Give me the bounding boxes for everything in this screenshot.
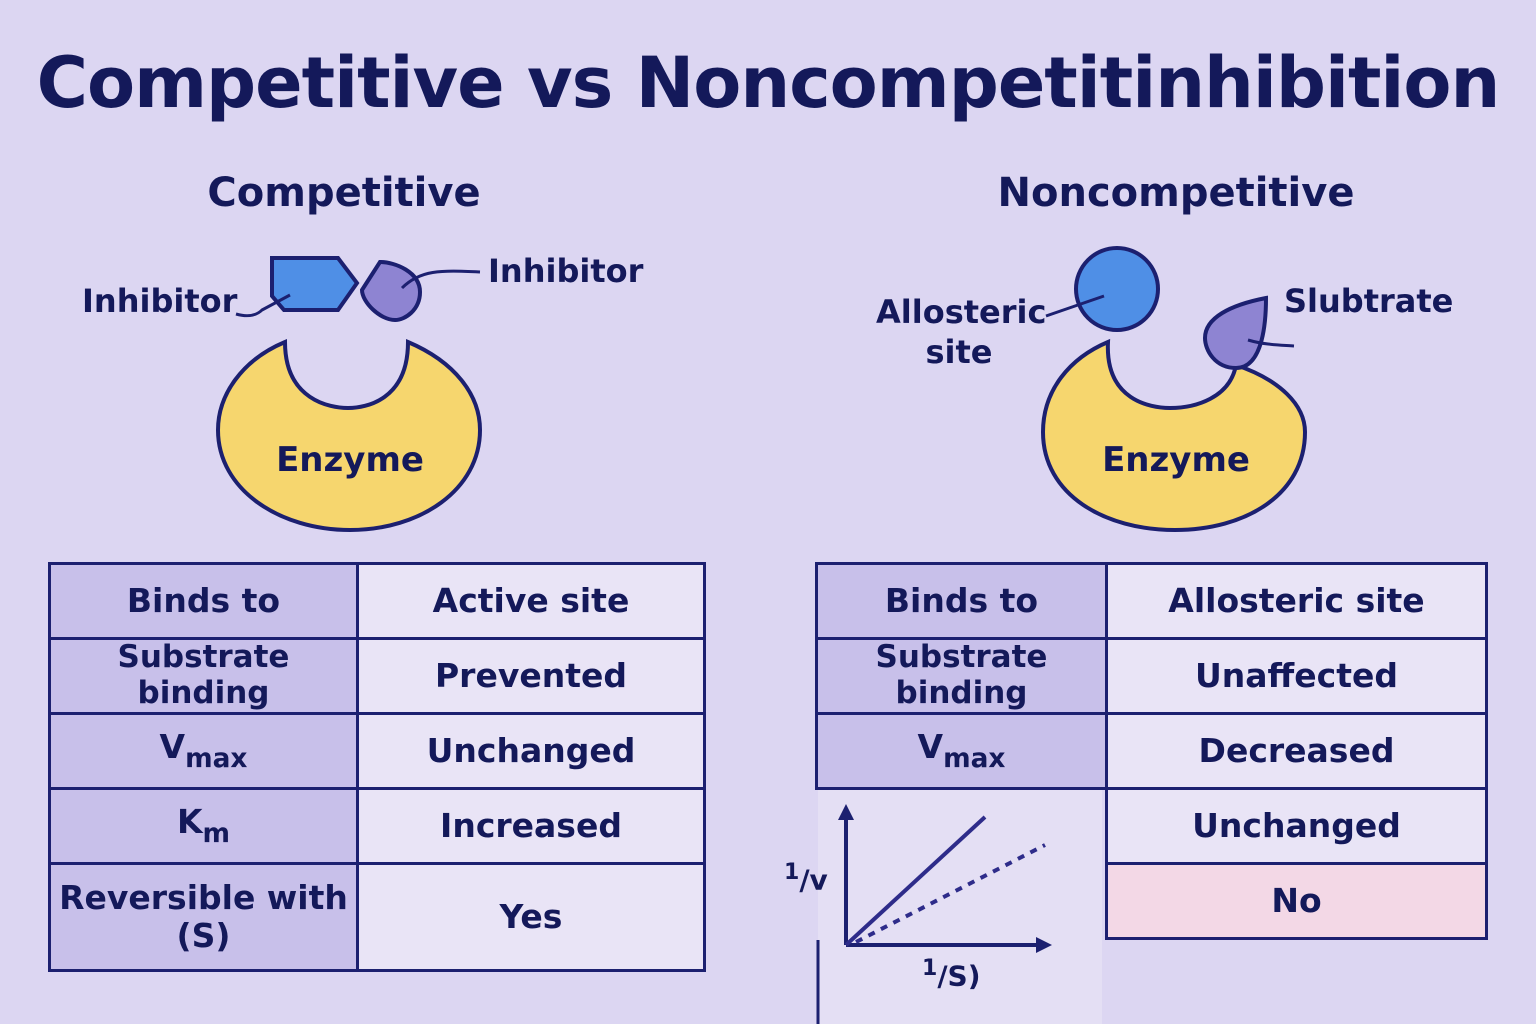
substrate-label: Slubtrate	[1284, 282, 1454, 320]
row-key: Reversible with(S)	[48, 862, 359, 972]
allosteric-leader-line	[1045, 294, 1105, 318]
inhibitor-right-leader-line	[400, 269, 481, 290]
plot-cell	[817, 789, 1107, 864]
allosteric-site-label: Allosteric site	[876, 293, 1047, 371]
table-row: Vmax Decreased	[815, 712, 1488, 790]
page-title: Competitive vs Noncompetitinhibition	[36, 42, 1501, 124]
table-row: Binds to Allosteric site	[815, 562, 1488, 640]
row-key: Binds to	[48, 562, 359, 640]
y-axis-arrow	[838, 804, 854, 820]
competitive-heading: Competitive	[207, 170, 481, 216]
competitive-enzyme-label: Enzyme	[276, 440, 424, 480]
row-value: Active site	[356, 562, 706, 640]
allosteric-inhibitor-shape	[1074, 246, 1160, 332]
table-row: Substrate binding Unaffected	[815, 637, 1488, 715]
row-value: No	[1105, 862, 1488, 940]
table-row: Vmax Unchanged	[48, 712, 706, 790]
noncompetitive-enzyme-shape	[1040, 338, 1308, 533]
plot-background	[818, 788, 1102, 1024]
y-axis-label: 1/v	[784, 860, 828, 897]
row-value: Increased	[356, 787, 706, 865]
competitive-inhibitor-shape	[270, 256, 360, 312]
inhibitor-left-label: Inhibitor	[82, 282, 238, 320]
table-row: Binds to Active site	[48, 562, 706, 640]
table-row: No	[817, 862, 1488, 940]
substrate-drop-shape	[1202, 295, 1269, 371]
row-value: Yes	[356, 862, 706, 972]
row-key: Substrate binding	[815, 637, 1108, 715]
table-row: Unchanged	[817, 787, 1488, 865]
row-value: Prevented	[356, 637, 706, 715]
x-axis-label: 1/S)	[922, 956, 981, 993]
competitive-enzyme-shape	[215, 338, 483, 533]
row-value: Unchanged	[1105, 787, 1488, 865]
row-key: Binds to	[815, 562, 1108, 640]
noncompetitive-heading: Noncompetitive	[997, 170, 1355, 216]
row-value: Decreased	[1105, 712, 1488, 790]
noncompetitive-table: Binds to Allosteric site Substrate bindi…	[815, 562, 1488, 940]
row-value: Allosteric site	[1105, 562, 1488, 640]
x-axis-arrow	[1036, 937, 1052, 953]
row-key: Vmax	[815, 712, 1108, 790]
table-row: Km Increased	[48, 787, 706, 865]
row-value: Unaffected	[1105, 637, 1488, 715]
competitive-drop-shape	[359, 259, 423, 323]
noncompetitive-enzyme-label: Enzyme	[1102, 440, 1250, 480]
inhibitor-left-leader-line	[235, 293, 291, 318]
substrate-leader-line	[1247, 338, 1295, 348]
row-key: Substrate binding	[48, 637, 359, 715]
solid-line	[844, 815, 987, 947]
row-key: Km	[48, 787, 359, 865]
table-row: Substrate binding Prevented	[48, 637, 706, 715]
row-value: Unchanged	[356, 712, 706, 790]
competitive-table: Binds to Active site Substrate binding P…	[48, 562, 706, 972]
row-key: Vmax	[48, 712, 359, 790]
plot-cell	[817, 864, 1107, 939]
inhibitor-right-label: Inhibitor	[488, 252, 644, 290]
table-row: Reversible with(S) Yes	[48, 862, 706, 972]
